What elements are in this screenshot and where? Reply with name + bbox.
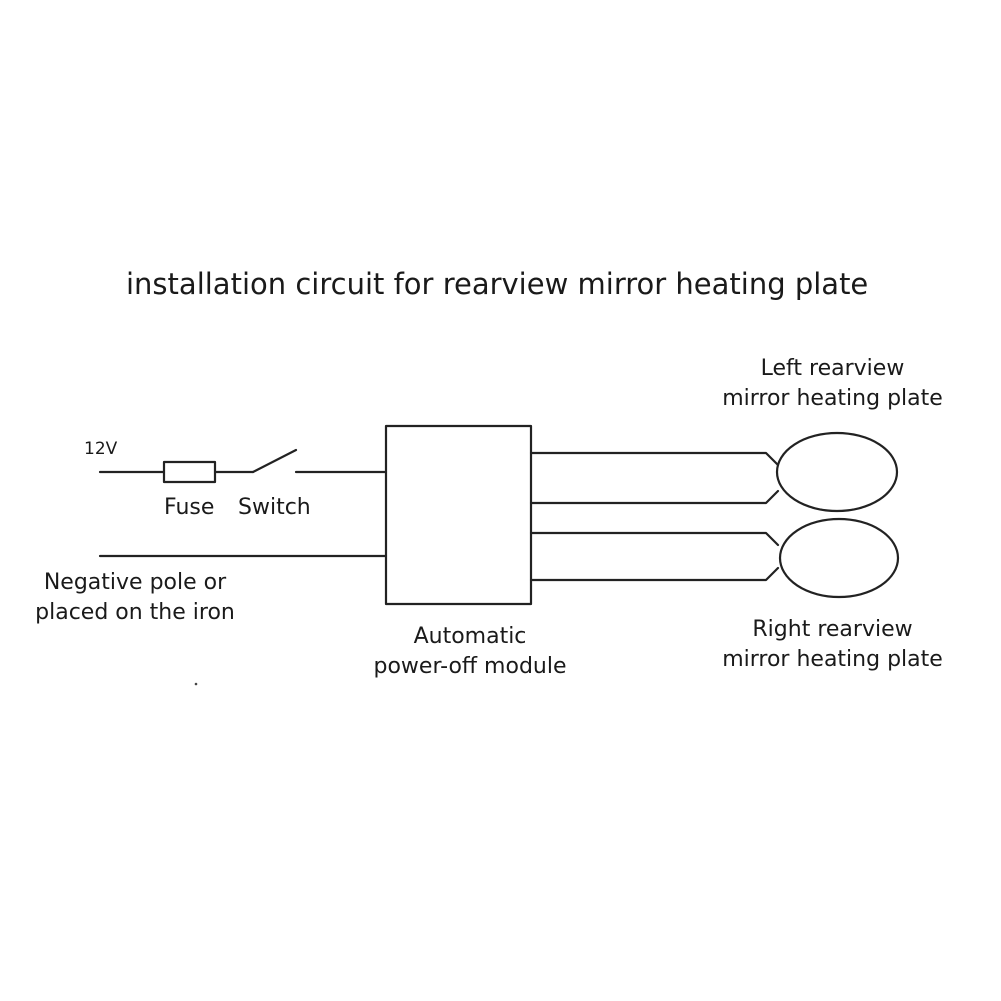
negative-pole-label-line2: placed on the iron	[35, 600, 235, 625]
right-plate-label: Right rearview mirror heating plate	[700, 615, 965, 675]
right-heating-plate	[778, 517, 900, 599]
switch-lever	[251, 448, 298, 474]
stray-dot	[194, 682, 198, 686]
left-heating-plate	[775, 431, 899, 513]
left-plate-label: Left rearview mirror heating plate	[700, 354, 965, 414]
module-label: Automatic power-off module	[350, 622, 590, 682]
power-off-module-box	[384, 424, 533, 606]
module-label-line1: Automatic	[413, 624, 527, 649]
right-plate-wire-bottom	[529, 566, 780, 582]
right-plate-label-line1: Right rearview	[752, 617, 913, 642]
switch-label: Switch	[238, 495, 311, 520]
fuse-label: Fuse	[164, 495, 215, 520]
module-label-line2: power-off module	[373, 654, 567, 679]
fuse-symbol	[162, 460, 217, 484]
left-plate-wire-bottom	[529, 489, 780, 505]
left-plate-label-line2: mirror heating plate	[722, 386, 943, 411]
supply-voltage-label: 12V	[84, 439, 118, 459]
left-plate-label-line1: Left rearview	[760, 356, 905, 381]
negative-pole-label: Negative pole or placed on the iron	[10, 568, 260, 628]
right-plate-label-line2: mirror heating plate	[722, 647, 943, 672]
right-plate-wire-top	[529, 531, 780, 547]
negative-pole-label-line1: Negative pole or	[43, 570, 227, 595]
left-plate-wire-top	[529, 451, 780, 467]
diagram-title: installation circuit for rearview mirror…	[126, 267, 869, 301]
